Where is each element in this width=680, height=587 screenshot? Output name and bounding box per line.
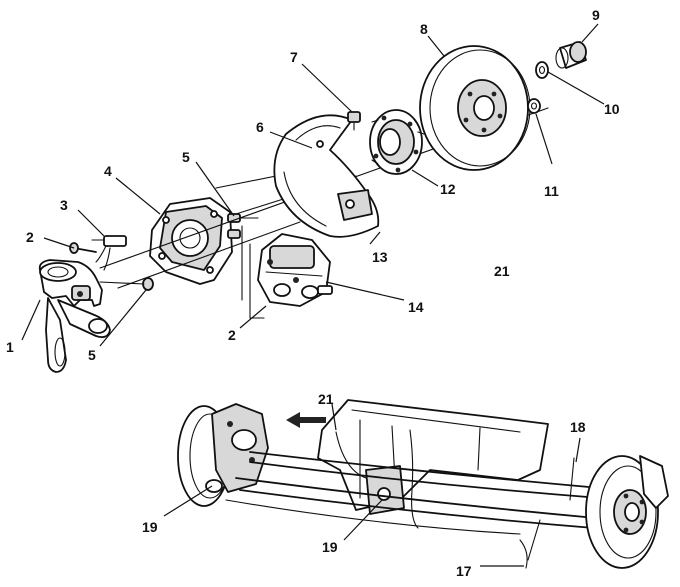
callout-12: 12 <box>440 181 456 197</box>
callout-8: 8 <box>420 21 428 37</box>
axle-beams <box>225 451 601 535</box>
callout-18: 18 <box>570 419 586 435</box>
callout-17: 17 <box>456 563 472 579</box>
bracket-bolt-a <box>227 213 259 223</box>
callout-14: 14 <box>408 299 424 315</box>
brake-rotor <box>419 45 531 171</box>
callout-21-upper: 21 <box>494 263 510 279</box>
callout-5-upper: 5 <box>182 149 190 165</box>
callout-2-lower: 2 <box>228 327 236 343</box>
callout-5-lower: 5 <box>88 347 96 363</box>
callout-21-lower: 21 <box>318 391 334 407</box>
splash-shield <box>273 114 380 238</box>
callout-7: 7 <box>290 49 298 65</box>
brake-lines <box>335 429 575 569</box>
callout-4: 4 <box>104 163 112 179</box>
hub-nut <box>527 98 541 114</box>
axle-crossmember <box>317 399 549 515</box>
callout-11: 11 <box>544 183 559 199</box>
caliper-anchor-bracket <box>149 197 233 285</box>
callout-19-left: 19 <box>142 519 158 535</box>
left-brake-assembly <box>177 403 269 507</box>
bracket-bolt-b <box>227 229 241 239</box>
callout-6: 6 <box>256 119 264 135</box>
callout-3: 3 <box>60 197 68 213</box>
hub-bearing-assembly <box>369 109 425 175</box>
callout-1: 1 <box>6 339 14 355</box>
shield-bolt <box>347 111 361 131</box>
steering-knuckle <box>38 259 111 373</box>
brake-caliper <box>257 233 333 307</box>
right-brake-assembly <box>585 455 669 569</box>
callout-9: 9 <box>592 7 600 23</box>
sensor-bracket <box>91 235 127 271</box>
grease-cap <box>555 41 587 69</box>
anchor-bolt-lower <box>99 277 154 291</box>
leader-lines <box>21 23 605 567</box>
callout-13: 13 <box>372 249 388 265</box>
forward-direction-arrow <box>286 412 326 428</box>
callout-19-center: 19 <box>322 539 338 555</box>
callout-2-upper: 2 <box>26 229 34 245</box>
thrust-washer <box>535 61 549 79</box>
callout-10: 10 <box>604 101 620 117</box>
callout-labels: 1 2 3 4 5 5 6 7 8 9 10 11 12 13 14 2 21 … <box>6 7 620 579</box>
